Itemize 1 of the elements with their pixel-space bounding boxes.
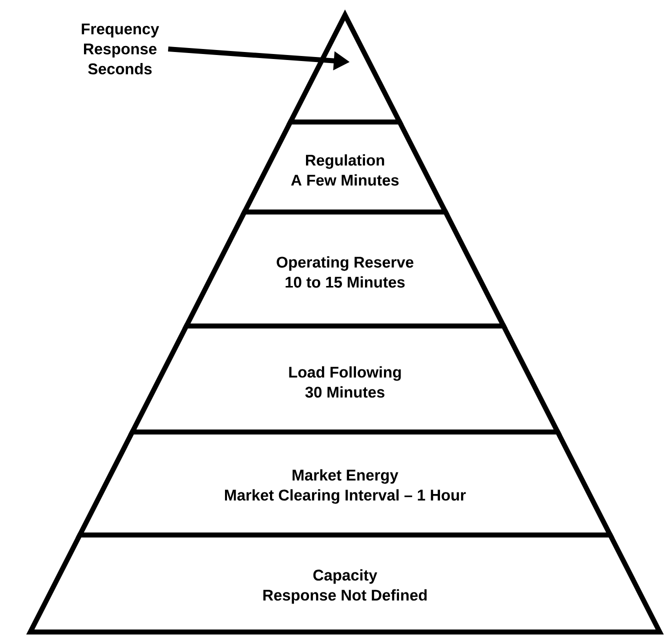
label-text: Frequency Response Seconds [82, 24, 160, 74]
